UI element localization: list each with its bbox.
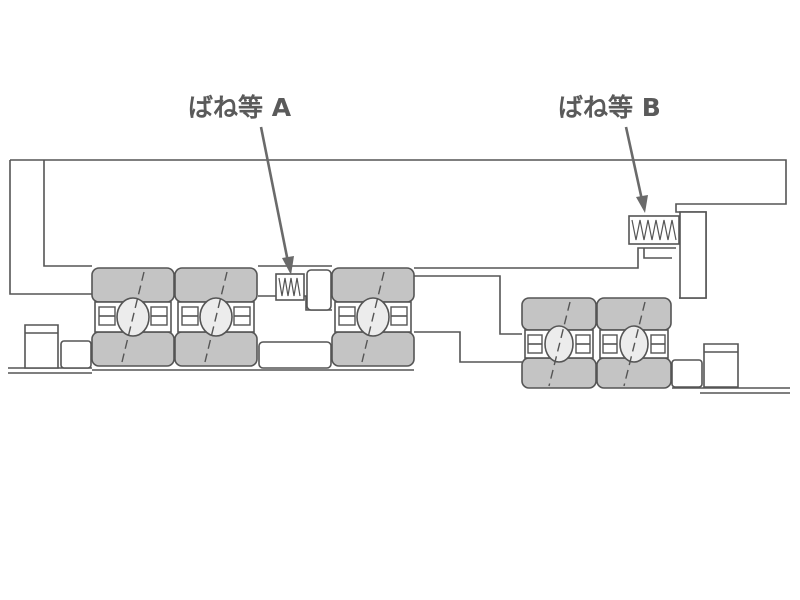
spring-a xyxy=(275,273,305,301)
bearing-left-1 xyxy=(91,267,175,367)
bearing-right-2 xyxy=(596,297,672,389)
spring-a-arrow xyxy=(259,126,294,275)
spacers xyxy=(24,211,739,388)
spring-b xyxy=(628,215,680,245)
bearing-left-3 xyxy=(331,267,415,367)
spring-b-label: ばね等 B xyxy=(558,93,661,122)
spring-a-label: ばね等 A xyxy=(188,93,292,122)
bearing-right-1 xyxy=(521,297,597,389)
spring-b-arrow xyxy=(624,126,648,213)
bearing-left-2 xyxy=(174,267,258,367)
